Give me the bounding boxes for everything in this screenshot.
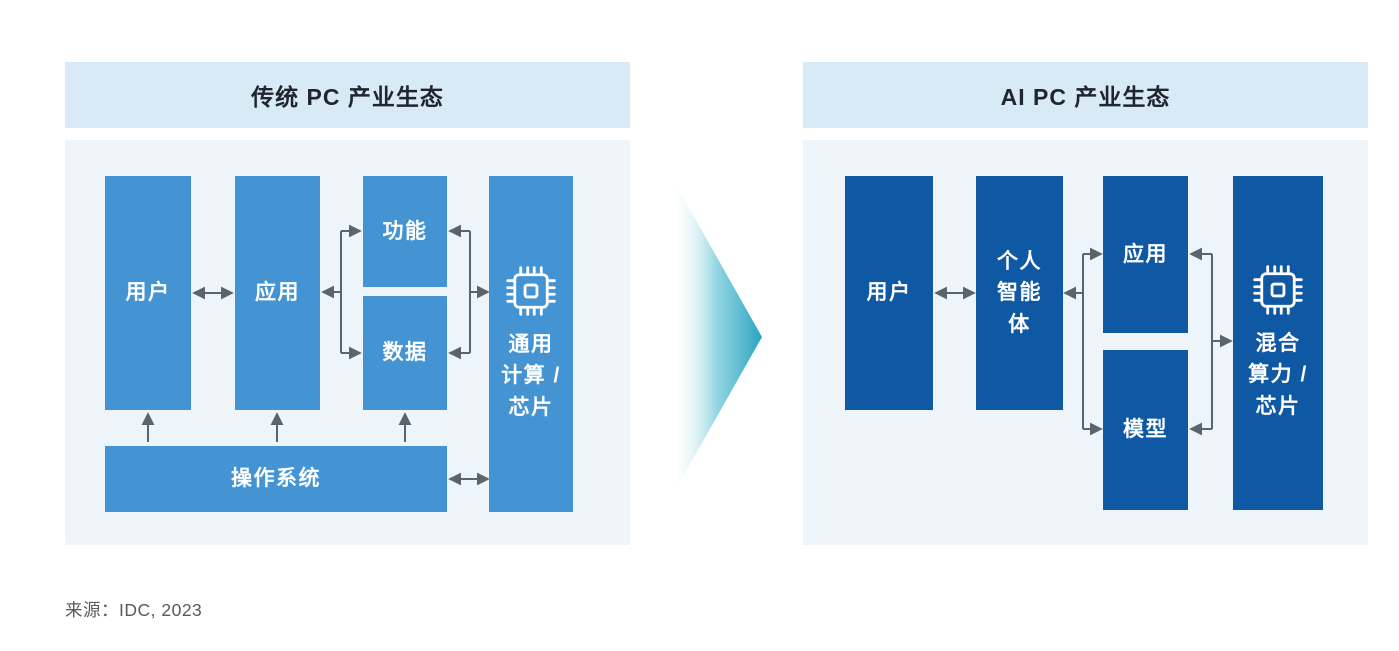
left-function-block: 功能 (363, 176, 447, 287)
left-data-label: 数据 (382, 341, 428, 365)
right-app-block: 应用 (1103, 176, 1188, 333)
right-user-label: 用户 (866, 281, 912, 305)
left-os-block: 操作系统 (105, 446, 447, 512)
right-panel-header: AI PC 产业生态 (803, 62, 1368, 128)
left-panel-header: 传统 PC 产业生态 (65, 62, 630, 128)
cpu-chip-icon (506, 266, 556, 316)
right-panel-title: AI PC 产业生态 (1000, 84, 1171, 110)
left-app-block: 应用 (235, 176, 320, 410)
right-app-label: 应用 (1123, 242, 1168, 266)
left-chip-label: 通用 计算 / 芯片 (501, 332, 561, 419)
left-panel-title: 传统 PC 产业生态 (251, 84, 444, 110)
right-chip-block: 混合 算力 / 芯片 (1233, 176, 1323, 510)
right-agent-block: 个人 智能 体 (976, 176, 1063, 410)
right-chip-label: 混合 算力 / 芯片 (1248, 331, 1308, 418)
right-agent-label: 个人 智能 体 (997, 249, 1042, 336)
right-model-block: 模型 (1103, 350, 1188, 510)
right-user-block: 用户 (845, 176, 933, 410)
source-note: 来源：IDC, 2023 (65, 600, 203, 620)
left-chip-block: 通用 计算 / 芯片 (489, 176, 573, 512)
left-data-block: 数据 (363, 296, 447, 410)
transition-arrow (672, 178, 762, 496)
cpu-chip-icon (1253, 265, 1303, 315)
left-user-label: 用户 (125, 281, 171, 305)
left-function-label: 功能 (382, 219, 428, 243)
right-model-label: 模型 (1123, 418, 1168, 442)
left-os-label: 操作系统 (231, 467, 321, 491)
left-app-label: 应用 (255, 281, 300, 305)
left-user-block: 用户 (105, 176, 191, 410)
